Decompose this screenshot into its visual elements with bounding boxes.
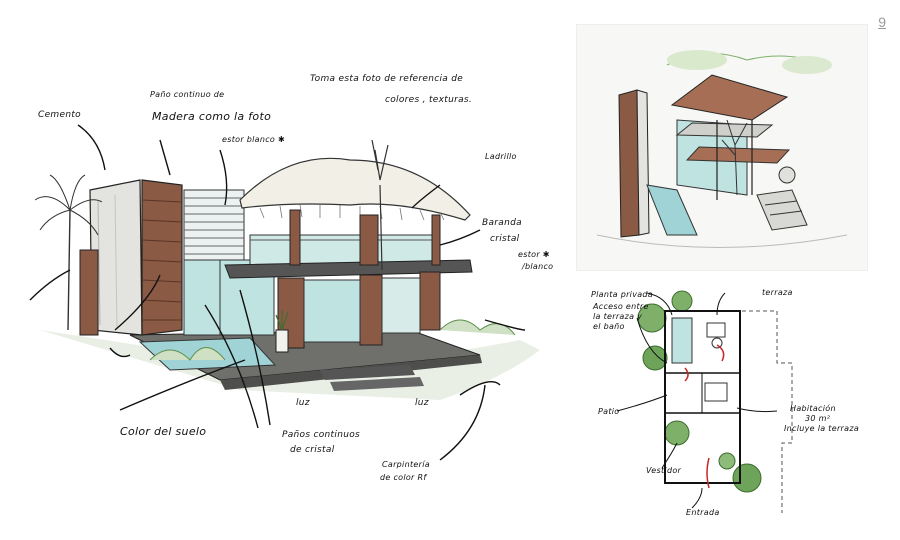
note-estor-2-2: /blanco: [522, 262, 554, 271]
note-baranda-1: Baranda: [482, 218, 522, 228]
note-acceso-2: la terraza y: [593, 312, 643, 321]
note-habitacion-3: Incluye la terraza: [784, 424, 860, 433]
main-house-sketch: [29, 124, 540, 461]
page-number: 9: [878, 14, 886, 30]
note-panel-top-2: Madera como la foto: [152, 110, 272, 123]
note-carpinteria-2: de color Rf: [380, 473, 427, 482]
note-color-suelo: Color del suelo: [120, 425, 207, 438]
note-reference-2: colores , texturas.: [385, 95, 473, 105]
note-planta-privada: Planta privada: [591, 290, 654, 299]
floor-plan-sketch: [616, 290, 793, 513]
note-vestidor: Vestidor: [646, 466, 682, 475]
note-habitacion-1: Habitación: [790, 404, 836, 413]
floor-plan-panel: [577, 283, 867, 523]
note-luz-1: luz: [296, 398, 310, 408]
note-luz-2: luz: [415, 398, 429, 408]
note-baranda-2: cristal: [490, 234, 520, 244]
note-entrada: Entrada: [686, 508, 720, 517]
note-panos-1: Paños continuos: [282, 430, 360, 440]
note-estor-2-1: estor ✱: [518, 250, 550, 259]
note-panos-2: de cristal: [290, 445, 335, 455]
note-habitacion-2: 30 m²: [805, 414, 831, 423]
note-reference-1: Toma esta foto de referencia de: [310, 74, 464, 84]
note-patio: Patio: [598, 407, 620, 416]
note-acceso-3: el baño: [593, 322, 625, 331]
axonometric-sketch: [596, 50, 848, 248]
note-terraza: terraza: [762, 288, 793, 297]
axonometric-panel: [577, 25, 867, 270]
note-panel-top-1: Paño continuo de: [150, 90, 225, 99]
note-carpinteria-1: Carpintería: [382, 460, 430, 469]
note-cemento: Cemento: [38, 110, 81, 120]
note-estor-1: estor blanco ✱: [222, 135, 285, 144]
note-ladrillo: Ladrillo: [485, 152, 517, 161]
note-acceso-1: Acceso entre: [593, 302, 649, 311]
